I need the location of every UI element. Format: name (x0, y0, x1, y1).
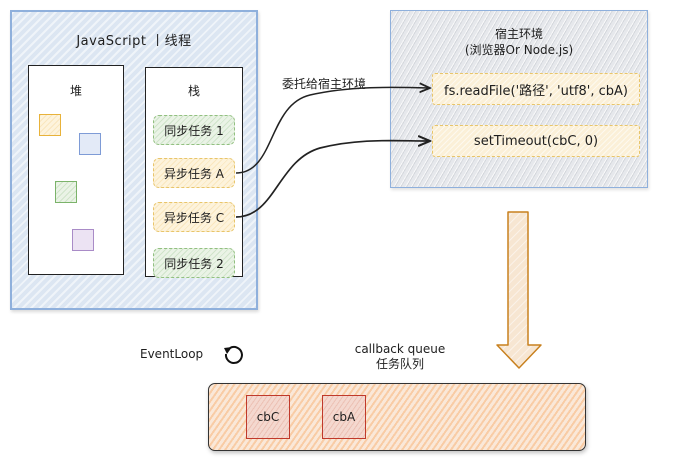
refresh-cycle-icon (224, 345, 243, 364)
heap-label: 堆 (69, 84, 82, 98)
stack-item-async-task-c: 异步任务 C (153, 202, 235, 232)
heap-object-blue (79, 133, 101, 155)
heap-object-yellow (39, 114, 61, 136)
stack-item-label: 异步任务 A (163, 166, 225, 181)
down-arrow-icon (496, 211, 542, 369)
host-title-line2: (浏览器Or Node.js) (464, 43, 574, 57)
callback-queue-title-line1: callback queue (354, 342, 446, 356)
host-api-label: setTimeout(cbC, 0) (473, 133, 599, 149)
callback-queue-title: callback queue 任务队列 (330, 342, 470, 372)
heap-object-green (55, 181, 77, 203)
js-thread-title: JavaScript 丨线程 (76, 34, 192, 49)
delegate-label: 委托给宿主环境 (282, 77, 367, 91)
host-title-line1: 宿主环境 (494, 27, 543, 41)
host-api-label: fs.readFile('路径', 'utf8', cbA) (444, 83, 628, 99)
stack-label: 栈 (187, 84, 200, 98)
stack-item-sync-task-1: 同步任务 1 (153, 115, 235, 145)
stack-item-label: 同步任务 2 (164, 256, 224, 271)
stack-item-label: 异步任务 C (163, 210, 225, 225)
stack-item-label: 同步任务 1 (164, 123, 224, 138)
callback-item-label: cbC (256, 410, 280, 424)
callback-item-cbc: cbC (246, 395, 290, 439)
callback-item-label: cbA (332, 410, 356, 424)
event-loop-label: EventLoop (140, 347, 204, 361)
callback-queue-title-line2: 任务队列 (375, 357, 424, 371)
host-api-readfile: fs.readFile('路径', 'utf8', cbA) (432, 73, 640, 105)
stack-item-sync-task-2: 同步任务 2 (153, 248, 235, 278)
stack-item-async-task-a: 异步任务 A (153, 158, 235, 188)
heap-object-purple (72, 229, 94, 251)
callback-item-cba: cbA (322, 395, 366, 439)
host-environment-title: 宿主环境 (浏览器Or Node.js) (390, 26, 648, 58)
host-api-settimeout: setTimeout(cbC, 0) (432, 125, 640, 157)
